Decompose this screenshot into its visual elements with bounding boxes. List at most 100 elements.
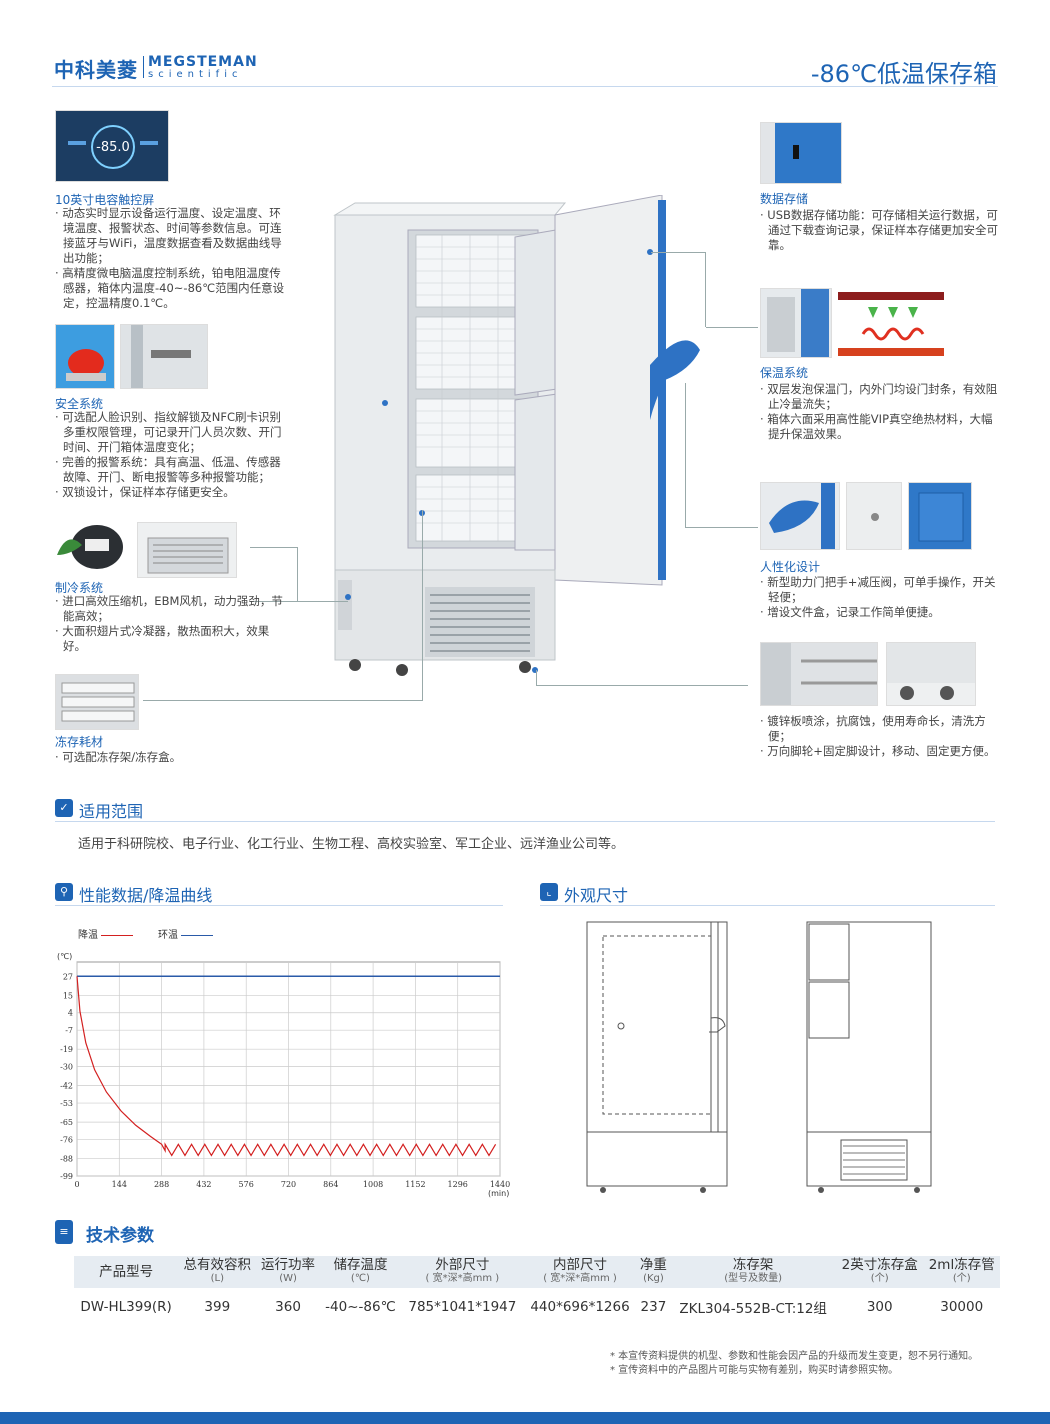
x-tick-label: 1440	[490, 1180, 510, 1189]
spec-cell: 30000	[940, 1299, 984, 1315]
x-unit-label: (min)	[488, 1189, 509, 1198]
performance-rule	[55, 905, 503, 906]
legend-cooling-swatch	[101, 934, 134, 936]
y-tick-label: -76	[60, 1136, 73, 1145]
spec-cell: 785*1041*1947	[408, 1299, 517, 1315]
feature-title-security: 安全系统	[55, 397, 104, 411]
specs-table: 产品型号 总有效容积(L) 运行功率(W) 储存温度(℃) 外部尺寸( 宽*深*…	[74, 1256, 1000, 1321]
spec-header: 净重(Kg)	[636, 1256, 671, 1288]
compressor-image	[55, 515, 133, 577]
spec-cell: DW-HL399(R)	[80, 1299, 172, 1315]
footnote-line: * 宣传资料中的产品图片可能与实物有差别，购买时请参照实物。	[610, 1365, 899, 1376]
logo-sub: scientific	[148, 69, 243, 80]
spec-header: 外部尺寸( 宽*深*高mm )	[401, 1256, 524, 1288]
x-tick-label: 288	[154, 1180, 169, 1189]
spec-cell: 399	[204, 1299, 231, 1315]
feature-title-touchscreen: 10英寸电容触控屏	[55, 193, 155, 207]
logo-en: MEGSTEMAN	[148, 54, 258, 70]
condenser-image	[137, 522, 237, 578]
y-tick-label: -19	[60, 1045, 73, 1054]
galvanized-image	[760, 642, 878, 706]
feature-line: · 进口高效压缩机，EBM风机，动力强劲，节能高效；	[55, 594, 283, 623]
connector-storage-v	[422, 510, 423, 700]
feature-line: · 高精度微电脑温度控制系统，铂电阻温度传感器，箱体内温度-40~-86℃范围内…	[55, 266, 285, 310]
dimension-chart-icon: ⌞	[540, 883, 558, 901]
feature-line: · 新型助力门把手+减压阀，可单手操作，开关轻便；	[760, 575, 996, 604]
spec-header: 2ml冻存管(个)	[923, 1256, 1000, 1288]
legend-ambient-swatch	[181, 934, 214, 936]
logo-cn: 中科美菱	[54, 58, 138, 82]
feature-text-security: · 可选配人脸识别、指纹解锁及NFC刷卡识别多重权限管理，可记录开门人员次数、开…	[55, 410, 290, 500]
x-tick-label: 864	[323, 1180, 338, 1189]
file-box-icon	[918, 492, 964, 542]
feature-line: · 大面积翅片式冷凝器，散热面积大，效果好。	[55, 624, 270, 653]
alarm-light-icon	[66, 349, 106, 381]
series-cooling-line	[76, 976, 497, 1157]
spec-cell: 237	[640, 1299, 667, 1315]
y-unit-label: (℃)	[57, 952, 72, 961]
touchscreen-image: -85.0	[55, 110, 169, 182]
rack-icon	[61, 682, 135, 722]
x-tick-label: 720	[281, 1180, 296, 1189]
rack-image	[55, 674, 139, 730]
feature-line: · 可选配人脸识别、指纹解锁及NFC刷卡识别多重权限管理，可记录开门人员次数、开…	[55, 410, 282, 454]
legend-cooling-label: 降温	[78, 930, 98, 941]
door-handle-icon	[769, 483, 835, 549]
galvanized-plate-icon	[761, 643, 877, 705]
x-tick-label: 1296	[448, 1180, 468, 1189]
spec-cell: 300	[866, 1299, 893, 1315]
door-seal-image	[760, 288, 832, 358]
connector-data	[651, 252, 706, 327]
table-row: DW-HL399(R) 399 360 -40~-86℃ 785*1041*19…	[74, 1288, 1000, 1321]
page-title: -86℃低温保存箱	[810, 60, 997, 88]
touchscreen-graphic: -85.0	[68, 125, 158, 169]
spec-cell: 440*696*1266	[530, 1299, 630, 1315]
header-rule	[52, 86, 998, 87]
connector-cooling-2	[298, 601, 348, 602]
scope-text: 适用于科研院校、电子行业、化工行业、生物工程、高校实验室、军工企业、远洋渔业公司…	[78, 837, 625, 852]
condenser-icon	[147, 537, 229, 574]
insulation-icon	[838, 292, 944, 356]
pressure-valve-icon	[871, 513, 879, 521]
feature-text-casters: · 镀锌板喷涂，抗腐蚀，使用寿命长，清洗方便； · 万向脚轮+固定脚设计，移动、…	[760, 714, 1005, 759]
bottom-bar	[0, 1412, 1050, 1424]
side-view-drawing	[586, 921, 728, 1193]
spec-cell: -40~-86℃	[325, 1299, 396, 1315]
settings-sliders-icon: ≡	[55, 1220, 73, 1244]
specs-title: 技术参数	[86, 1226, 154, 1246]
dimensions-title: 外观尺寸	[564, 886, 629, 905]
y-tick-label: -7	[65, 1026, 73, 1035]
x-tick-label: 432	[196, 1180, 211, 1189]
feature-text-design: · 新型助力门把手+减压阀，可单手操作，开关轻便； · 增设文件盒，记录工作简单…	[760, 575, 1000, 620]
spec-header: 2英寸冻存盒(个)	[835, 1256, 924, 1288]
caster-image	[886, 642, 976, 706]
spec-header: 产品型号	[74, 1256, 179, 1288]
connector-storage	[143, 700, 423, 701]
feature-line: · 双锁设计，保证样本存储更安全。	[55, 485, 235, 499]
x-tick-label: 1008	[363, 1180, 383, 1189]
scope-title: 适用范围	[79, 802, 144, 821]
spec-header: 总有效容积(L)	[178, 1256, 257, 1288]
y-tick-label: -65	[60, 1118, 73, 1127]
y-tick-label: 15	[63, 991, 73, 1000]
connector-human	[685, 383, 758, 528]
connector-wheels	[536, 670, 748, 686]
feature-title-design: 人性化设计	[760, 560, 821, 574]
feature-line: · USB数据存储功能：可存储相关运行数据，可通过下载查询记录，保证样本存储更加…	[760, 208, 998, 252]
freezer-illustration	[333, 195, 700, 676]
performance-title: 性能数据/降温曲线	[79, 886, 213, 905]
y-tick-label: -42	[60, 1082, 73, 1091]
insulation-image	[838, 292, 944, 358]
x-tick-label: 576	[239, 1180, 254, 1189]
y-tick-label: -99	[60, 1172, 73, 1181]
feature-line: · 完善的报警系统：具有高温、低温、传感器故障、开门、断电报警等多种报警功能；	[55, 455, 281, 484]
feature-line: · 镀锌板喷涂，抗腐蚀，使用寿命长，清洗方便；	[760, 714, 986, 743]
file-box-image	[908, 482, 972, 550]
logo-divider	[143, 56, 144, 78]
x-tick-label: 0	[74, 1180, 79, 1189]
y-tick-label: -30	[60, 1063, 73, 1072]
door-lock-icon	[131, 325, 191, 388]
y-tick-label: 27	[63, 972, 73, 981]
connector-data-2	[706, 327, 758, 328]
feature-title-cooling: 制冷系统	[55, 581, 104, 595]
